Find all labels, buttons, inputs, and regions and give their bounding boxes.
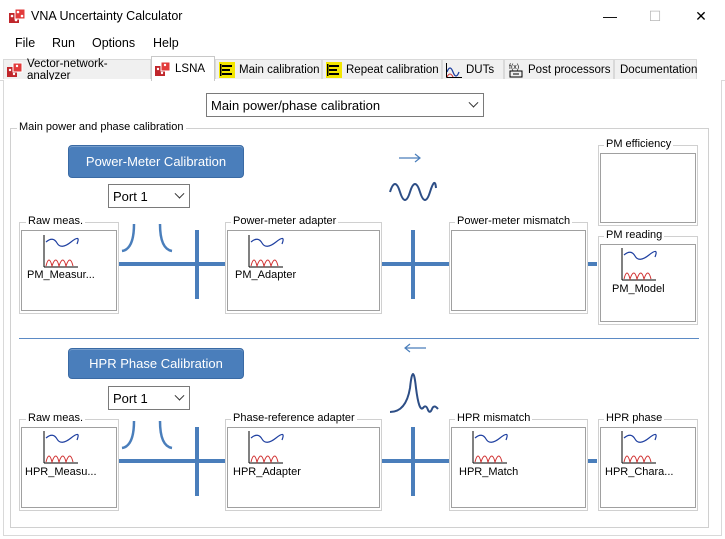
section-separator bbox=[19, 338, 699, 339]
tab-main-calibration[interactable]: Main calibration bbox=[215, 59, 322, 79]
connection-line bbox=[382, 262, 450, 266]
arrow-right-icon bbox=[399, 153, 421, 163]
pm-efficiency-card[interactable] bbox=[600, 153, 696, 223]
hpr-phase-label: HPR phase bbox=[604, 412, 665, 424]
close-icon: ✕ bbox=[695, 7, 707, 24]
port-termination-icon bbox=[121, 420, 173, 450]
tab-repeat-calibration[interactable]: Repeat calibration bbox=[322, 59, 442, 79]
tab-duts[interactable]: DUTs bbox=[442, 59, 504, 79]
tab-label: DUTs bbox=[466, 63, 495, 76]
tab-documentation[interactable]: Documentation bbox=[614, 59, 697, 79]
phase-adapter-label: Phase-reference adapter bbox=[231, 412, 357, 424]
phase-port-select[interactable]: Port 1 bbox=[108, 386, 190, 410]
maximize-icon: ☐ bbox=[648, 7, 662, 24]
hpr-mismatch-card-label: HPR_Match bbox=[459, 466, 519, 478]
plot-icon bbox=[621, 431, 657, 464]
app-icon bbox=[9, 9, 25, 23]
minimize-icon: — bbox=[603, 8, 617, 24]
phase-adapter-card-label: HPR_Adapter bbox=[233, 466, 301, 478]
power-adapter-label: Power-meter adapter bbox=[231, 215, 339, 227]
calibration-select-value: Main power/phase calibration bbox=[211, 97, 381, 113]
connection-line bbox=[588, 262, 597, 266]
connection-line bbox=[119, 262, 226, 266]
junction-bar bbox=[411, 427, 415, 496]
tab-label: LSNA bbox=[175, 63, 206, 75]
sine-wave-icon bbox=[389, 181, 437, 201]
hpr-mismatch-label: HPR mismatch bbox=[455, 412, 533, 424]
connection-line bbox=[119, 459, 226, 463]
power-adapter-card[interactable] bbox=[227, 230, 380, 311]
tab-label: Vector-network-analyzer bbox=[27, 57, 108, 82]
junction-bar bbox=[195, 230, 199, 299]
port-termination-icon bbox=[121, 223, 173, 253]
chevron-down-icon bbox=[468, 97, 479, 108]
tab-label: Main calibration bbox=[239, 63, 320, 76]
menu-options[interactable]: Options bbox=[92, 36, 136, 50]
close-button[interactable]: ✕ bbox=[678, 0, 724, 32]
phase-raw-meas-card[interactable] bbox=[21, 427, 117, 508]
power-mismatch-label: Power-meter mismatch bbox=[455, 215, 573, 227]
chevron-down-icon bbox=[174, 390, 185, 401]
tab-label: Post processors bbox=[528, 63, 611, 76]
plot-icon bbox=[472, 431, 508, 464]
hpr-phase-calibration-button-label: HPR Phase Calibration bbox=[89, 356, 223, 371]
connection-line bbox=[382, 459, 450, 463]
tab-label: Repeat calibration bbox=[346, 63, 439, 76]
plot-icon bbox=[43, 431, 79, 464]
hpr-phase-calibration-button[interactable]: HPR Phase Calibration bbox=[68, 348, 244, 379]
power-meter-calibration-button[interactable]: Power-Meter Calibration bbox=[68, 145, 244, 178]
pm-reading-card[interactable] bbox=[600, 244, 696, 322]
power-raw-meas-label: Raw meas. bbox=[26, 215, 86, 227]
phase-adapter-card[interactable] bbox=[227, 427, 380, 508]
calibration-select[interactable]: Main power/phase calibration bbox=[206, 93, 484, 117]
power-raw-meas-card[interactable] bbox=[21, 230, 117, 311]
junction-bar bbox=[411, 230, 415, 299]
menu-run[interactable]: Run bbox=[52, 36, 75, 50]
phase-port-select-value: Port 1 bbox=[113, 390, 148, 406]
power-mismatch-card[interactable] bbox=[451, 230, 586, 311]
svg-text:f(x): f(x) bbox=[509, 64, 519, 71]
pulse-icon bbox=[389, 373, 439, 413]
arrow-left-icon bbox=[404, 343, 426, 353]
calibration-icon bbox=[219, 61, 235, 78]
dut-icon bbox=[446, 62, 462, 78]
power-port-select[interactable]: Port 1 bbox=[108, 184, 190, 208]
power-raw-meas-card-label: PM_Measur... bbox=[27, 269, 95, 281]
vna-icon bbox=[7, 62, 23, 77]
menu-help[interactable]: Help bbox=[153, 36, 179, 50]
pm-reading-label: PM reading bbox=[604, 229, 665, 241]
maximize-button[interactable]: ☐ bbox=[632, 0, 678, 32]
plot-icon bbox=[248, 235, 284, 268]
calibration-group bbox=[10, 128, 709, 528]
tab-lsna[interactable]: LSNA bbox=[151, 56, 215, 81]
connection-line bbox=[588, 459, 597, 463]
lsna-icon bbox=[155, 61, 171, 76]
calibration-group-label: Main power and phase calibration bbox=[17, 121, 186, 133]
pm-reading-card-label: PM_Model bbox=[612, 283, 665, 295]
power-adapter-card-label: PM_Adapter bbox=[235, 269, 297, 281]
tab-label: Documentation bbox=[620, 63, 698, 76]
plot-icon bbox=[43, 235, 79, 268]
hpr-phase-card[interactable] bbox=[600, 427, 696, 508]
plot-icon bbox=[248, 431, 284, 464]
phase-raw-meas-label: Raw meas. bbox=[26, 412, 86, 424]
hpr-phase-card-label: HPR_Chara... bbox=[605, 466, 674, 478]
tab-vector-network-analyzer[interactable]: Vector-network-analyzer bbox=[3, 57, 151, 82]
chevron-down-icon bbox=[174, 188, 185, 199]
pm-efficiency-label: PM efficiency bbox=[604, 138, 674, 150]
junction-bar bbox=[195, 427, 199, 496]
post-processor-icon: f(x) bbox=[509, 64, 523, 77]
window-title: VNA Uncertainty Calculator bbox=[31, 9, 183, 23]
repeat-calibration-icon bbox=[326, 61, 342, 78]
tab-post-processors[interactable]: f(x) Post processors bbox=[504, 59, 614, 79]
minimize-button[interactable]: — bbox=[587, 0, 633, 32]
phase-raw-meas-card-label: HPR_Measu... bbox=[25, 466, 97, 478]
power-meter-calibration-button-label: Power-Meter Calibration bbox=[85, 154, 227, 169]
menu-file[interactable]: File bbox=[15, 36, 36, 50]
plot-icon bbox=[621, 248, 657, 281]
power-port-select-value: Port 1 bbox=[113, 188, 148, 204]
title-bar bbox=[0, 0, 725, 32]
